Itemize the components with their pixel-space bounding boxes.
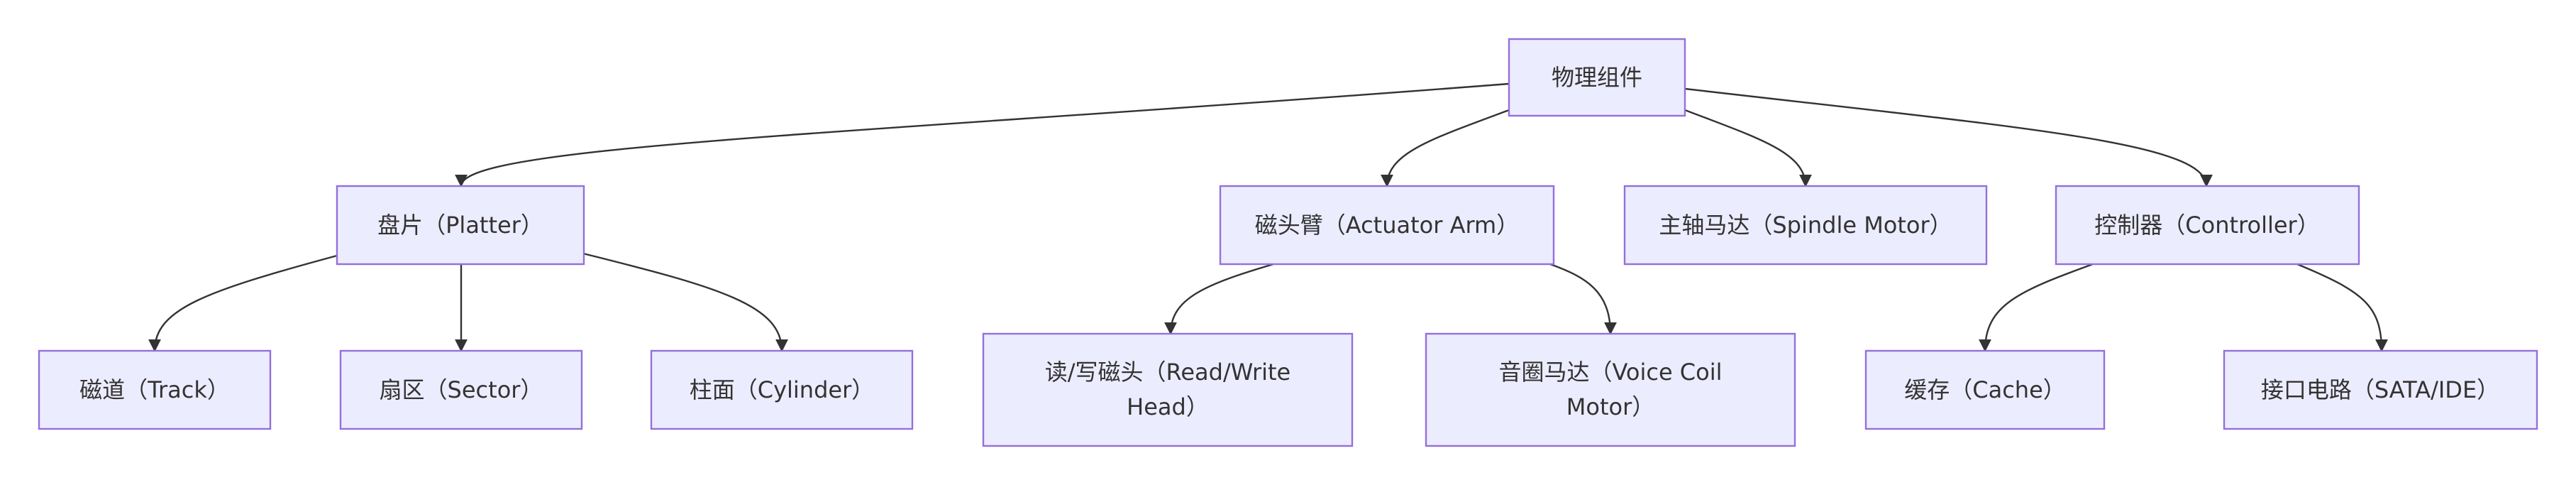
node-actuator: 磁头臂（Actuator Arm） bbox=[1219, 185, 1555, 266]
node-cache: 缓存（Cache） bbox=[1864, 349, 2106, 430]
edges bbox=[148, 82, 2388, 352]
node-spindle: 主轴马达（Spindle Motor） bbox=[1623, 185, 1988, 266]
node-sector: 扇区（Sector） bbox=[339, 349, 583, 430]
node-rwhead: 读/写磁头（Read/Write Head） bbox=[982, 332, 1354, 447]
node-controller-label: 控制器（Controller） bbox=[2094, 212, 2319, 239]
node-cache-label: 缓存（Cache） bbox=[1904, 376, 2066, 403]
edge-controller-to-cache bbox=[1979, 263, 2094, 352]
edge-platter-to-cylinder bbox=[582, 252, 788, 352]
node-root-label: 物理组件 bbox=[1552, 64, 1642, 91]
node-spindle-label: 主轴马达（Spindle Motor） bbox=[1659, 212, 1952, 239]
node-platter: 盘片（Platter） bbox=[336, 185, 585, 266]
edge-root-to-platter bbox=[455, 82, 1510, 187]
node-track: 磁道（Track） bbox=[38, 349, 272, 430]
node-rwhead-label-line1: 读/写磁头（Read/Write bbox=[1045, 359, 1290, 386]
edge-platter-to-track bbox=[148, 254, 338, 352]
node-track-label: 磁道（Track） bbox=[79, 376, 230, 403]
node-interface: 接口电路（SATA/IDE） bbox=[2223, 349, 2538, 430]
node-root: 物理组件 bbox=[1508, 38, 1686, 117]
node-actuator-label: 磁头臂（Actuator Arm） bbox=[1255, 212, 1519, 239]
node-platter-label: 盘片（Platter） bbox=[377, 212, 543, 239]
node-interface-label: 接口电路（SATA/IDE） bbox=[2261, 376, 2499, 403]
node-rwhead-label-line2: Head） bbox=[1127, 393, 1209, 420]
edge-root-to-actuator bbox=[1381, 109, 1510, 187]
node-cylinder: 柱面（Cylinder） bbox=[650, 349, 914, 430]
edge-actuator-to-rwhead bbox=[1164, 263, 1274, 335]
node-voicecoil-label-line2: Motor） bbox=[1566, 393, 1654, 420]
edge-root-to-spindle bbox=[1684, 109, 1812, 187]
edge-actuator-to-voicecoil bbox=[1549, 263, 1617, 335]
node-controller: 控制器（Controller） bbox=[2055, 185, 2360, 266]
node-cylinder-label: 柱面（Cylinder） bbox=[690, 376, 875, 403]
node-sector-label: 扇区（Sector） bbox=[380, 376, 543, 403]
edge-root-to-controller bbox=[1684, 87, 2213, 187]
edge-controller-to-interface bbox=[2296, 263, 2388, 352]
node-voicecoil: 音圈马达（Voice Coil Motor） bbox=[1425, 332, 1796, 447]
node-voicecoil-label-line1: 音圈马达（Voice Coil bbox=[1498, 359, 1722, 386]
